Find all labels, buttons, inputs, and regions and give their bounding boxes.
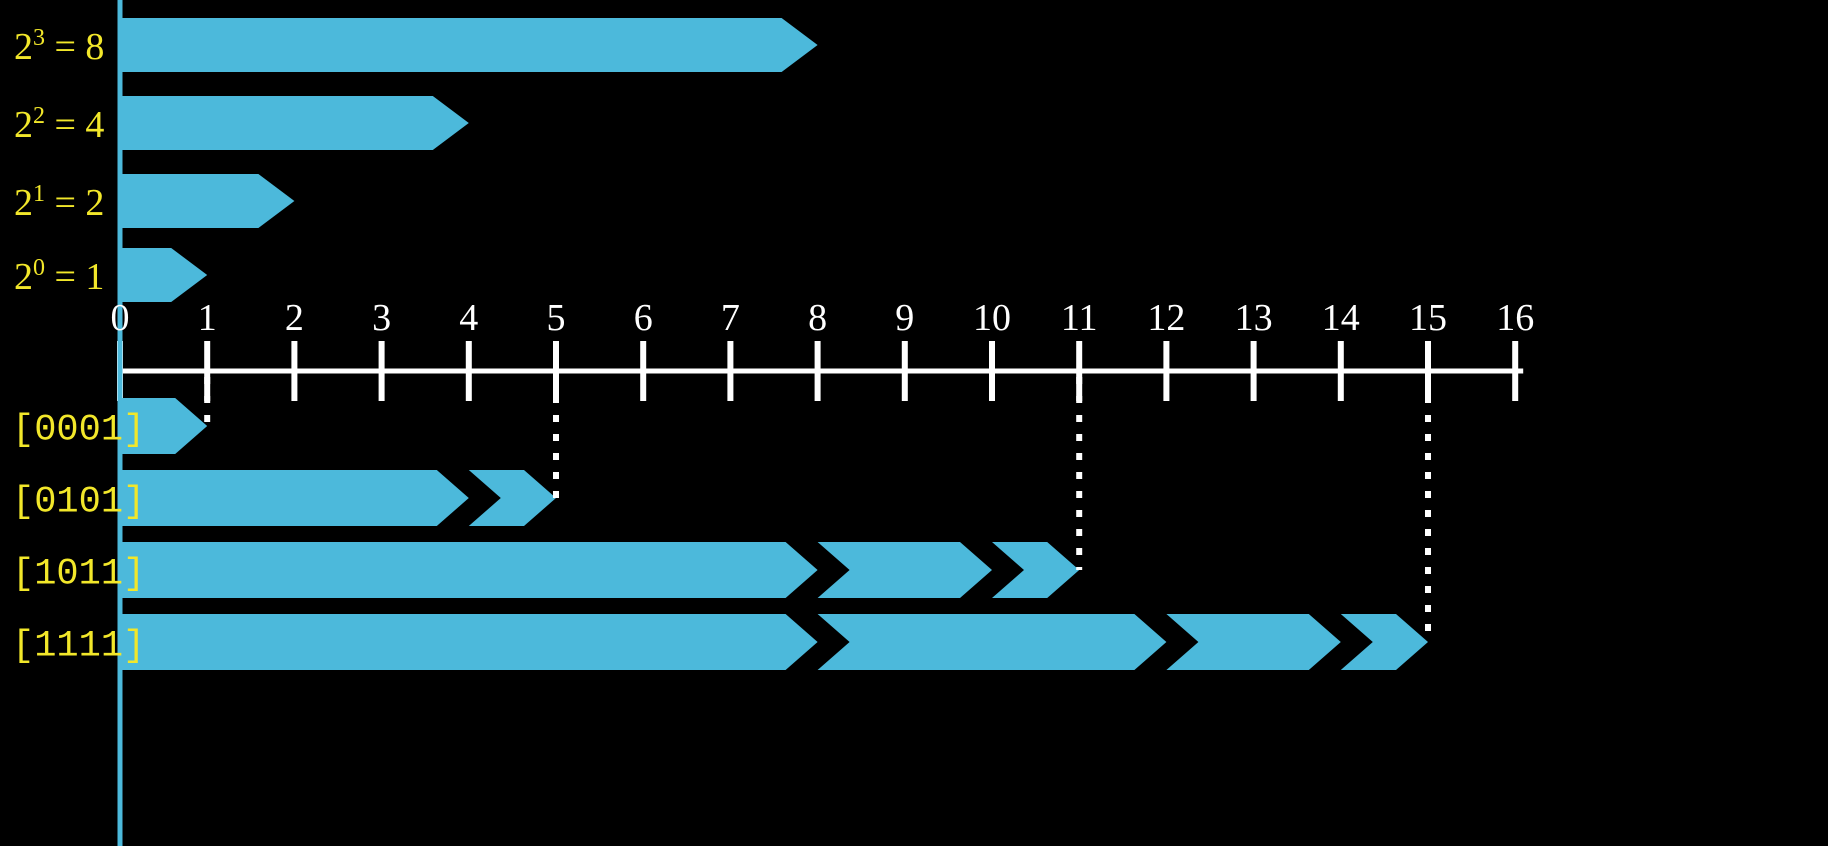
- place-value-bars-group: [120, 18, 818, 302]
- binary-row-label-0101: [0101]: [12, 481, 145, 523]
- place-value-bar-4: [120, 96, 469, 150]
- segment-1111-2: [1166, 614, 1341, 670]
- place-value-bar-2: [120, 174, 295, 228]
- axis-tick-label-4: 4: [459, 297, 478, 339]
- axis-tick-label-14: 14: [1322, 297, 1360, 339]
- segment-1011-8: [120, 542, 818, 598]
- binary-row-label-1011: [1011]: [12, 553, 145, 595]
- axis-tick-label-3: 3: [372, 297, 391, 339]
- binary-row-label-0001: [0001]: [12, 409, 145, 451]
- segment-0001-1: [120, 398, 208, 454]
- axis-tick-label-2: 2: [285, 297, 304, 339]
- guide-lines-group: [204, 377, 1431, 642]
- segment-1111-1: [1340, 614, 1428, 670]
- axis-tick-label-8: 8: [808, 297, 827, 339]
- number-axis: [117, 0, 1524, 846]
- place-value-label-2: 21 = 2: [14, 181, 104, 224]
- segment-0101-4: [120, 470, 469, 526]
- binary-row-labels-group: [0001] [0101] [1011] [1111]: [12, 409, 145, 667]
- place-value-bar-8: [120, 18, 818, 72]
- place-value-labels-group: 23 = 8 22 = 4 21 = 2 20 = 1: [14, 25, 104, 298]
- segment-1111-4: [817, 614, 1167, 670]
- binary-row-label-1111: [1111]: [12, 625, 145, 667]
- axis-tick-label-7: 7: [721, 297, 740, 339]
- axis-tick-label-15: 15: [1409, 297, 1447, 339]
- place-value-bar-1: [120, 248, 208, 302]
- axis-tick-label-10: 10: [973, 297, 1011, 339]
- axis-tick-label-9: 9: [895, 297, 914, 339]
- segment-0101-1: [468, 470, 556, 526]
- binary-rows-bars-group: [120, 398, 1428, 670]
- segment-1011-1: [992, 542, 1080, 598]
- place-value-label-8: 23 = 8: [14, 25, 104, 68]
- axis-tick-label-5: 5: [547, 297, 566, 339]
- place-value-label-1: 20 = 1: [14, 255, 104, 298]
- axis-tick-label-12: 12: [1147, 297, 1185, 339]
- axis-tick-label-0: 0: [111, 297, 130, 339]
- axis-tick-label-1: 1: [198, 297, 217, 339]
- place-value-label-4: 22 = 4: [14, 103, 104, 146]
- axis-tick-label-13: 13: [1235, 297, 1273, 339]
- axis-tick-label-11: 11: [1061, 297, 1098, 339]
- segment-1111-8: [120, 614, 818, 670]
- segment-1011-2: [817, 542, 992, 598]
- axis-tick-label-16: 16: [1496, 297, 1534, 339]
- axis-tick-label-6: 6: [634, 297, 653, 339]
